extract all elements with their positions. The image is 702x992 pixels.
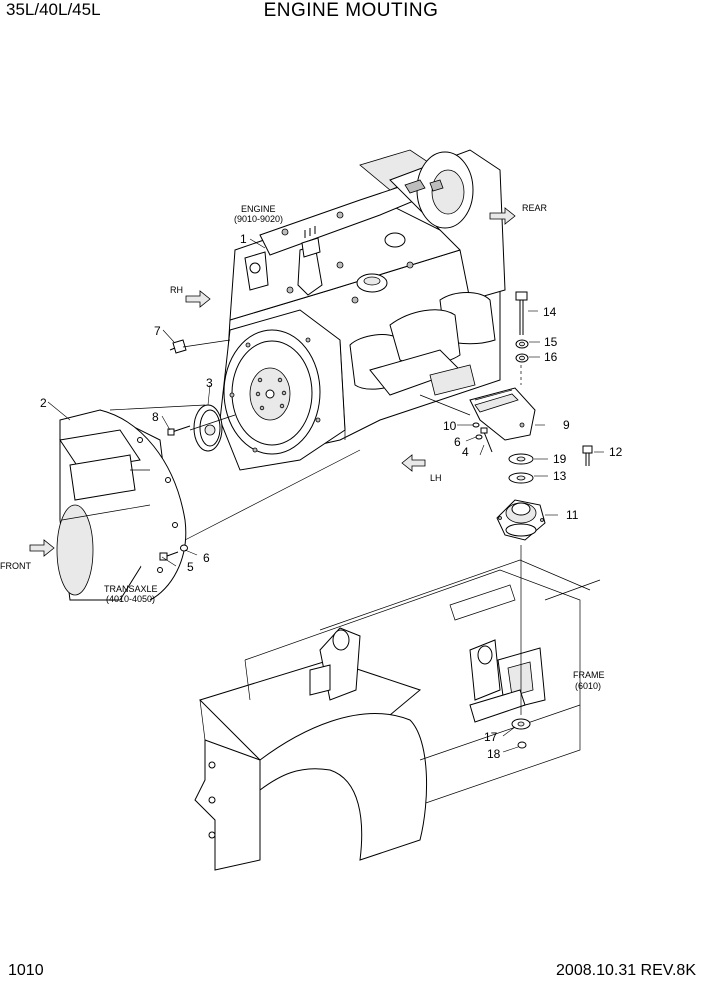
callout-3: 3	[206, 376, 213, 390]
rh-arrow-icon	[185, 290, 211, 308]
frame-label: FRAME	[573, 670, 605, 680]
lh-label: LH	[430, 473, 442, 483]
callout-13: 13	[553, 469, 567, 483]
front-label: FRONT	[0, 561, 31, 571]
transaxle-label: TRANSAXLE	[104, 584, 158, 594]
callout-9: 9	[563, 418, 570, 432]
callout-19: 19	[553, 452, 567, 466]
callout-7: 7	[154, 324, 161, 338]
rear-arrow-icon	[489, 207, 516, 225]
direction-arrows	[29, 207, 516, 557]
model-code: 35L/40L/45L	[6, 0, 101, 19]
frame-drawing	[194, 559, 591, 871]
callout-10: 10	[443, 419, 457, 433]
callout-12: 12	[609, 445, 623, 459]
leader-lines	[47, 238, 604, 753]
transaxle-drawing	[56, 409, 187, 601]
date-revision: 2008.10.31 REV.8K	[556, 962, 696, 979]
engine-drawing	[219, 149, 506, 471]
callout-8: 8	[152, 410, 159, 424]
page-number: 1010	[8, 962, 44, 979]
page-title: ENGINE MOUTING	[263, 0, 439, 21]
rh-label: RH	[170, 285, 183, 295]
callout-6b: 6	[454, 435, 461, 449]
rear-label: REAR	[522, 203, 548, 213]
frame-ref-label: (6010)	[575, 681, 601, 691]
lh-arrow-icon	[401, 454, 426, 472]
mount-parts	[159, 291, 593, 749]
callout-numbers: 1 2 3 4 5 6 6 7 8 9 10 11 12 13 14 15 16…	[40, 232, 623, 761]
callout-4: 4	[462, 445, 469, 459]
callout-6a: 6	[203, 551, 210, 565]
engine-label: ENGINE	[241, 204, 276, 214]
callout-2: 2	[40, 396, 47, 410]
callout-16: 16	[544, 350, 558, 364]
callout-17: 17	[484, 730, 498, 744]
front-arrow-icon	[29, 539, 55, 557]
engine-ref-label: (9010-9020)	[234, 214, 283, 224]
callout-11: 11	[566, 508, 579, 522]
callout-18: 18	[487, 747, 501, 761]
part-labels: ENGINE (9010-9020) TRANSAXLE (4010-4050)…	[0, 203, 605, 691]
transaxle-ref-label: (4010-4050)	[106, 594, 155, 604]
callout-14: 14	[543, 305, 557, 319]
callout-15: 15	[544, 335, 558, 349]
callout-5: 5	[187, 560, 194, 574]
callout-1: 1	[240, 232, 247, 246]
